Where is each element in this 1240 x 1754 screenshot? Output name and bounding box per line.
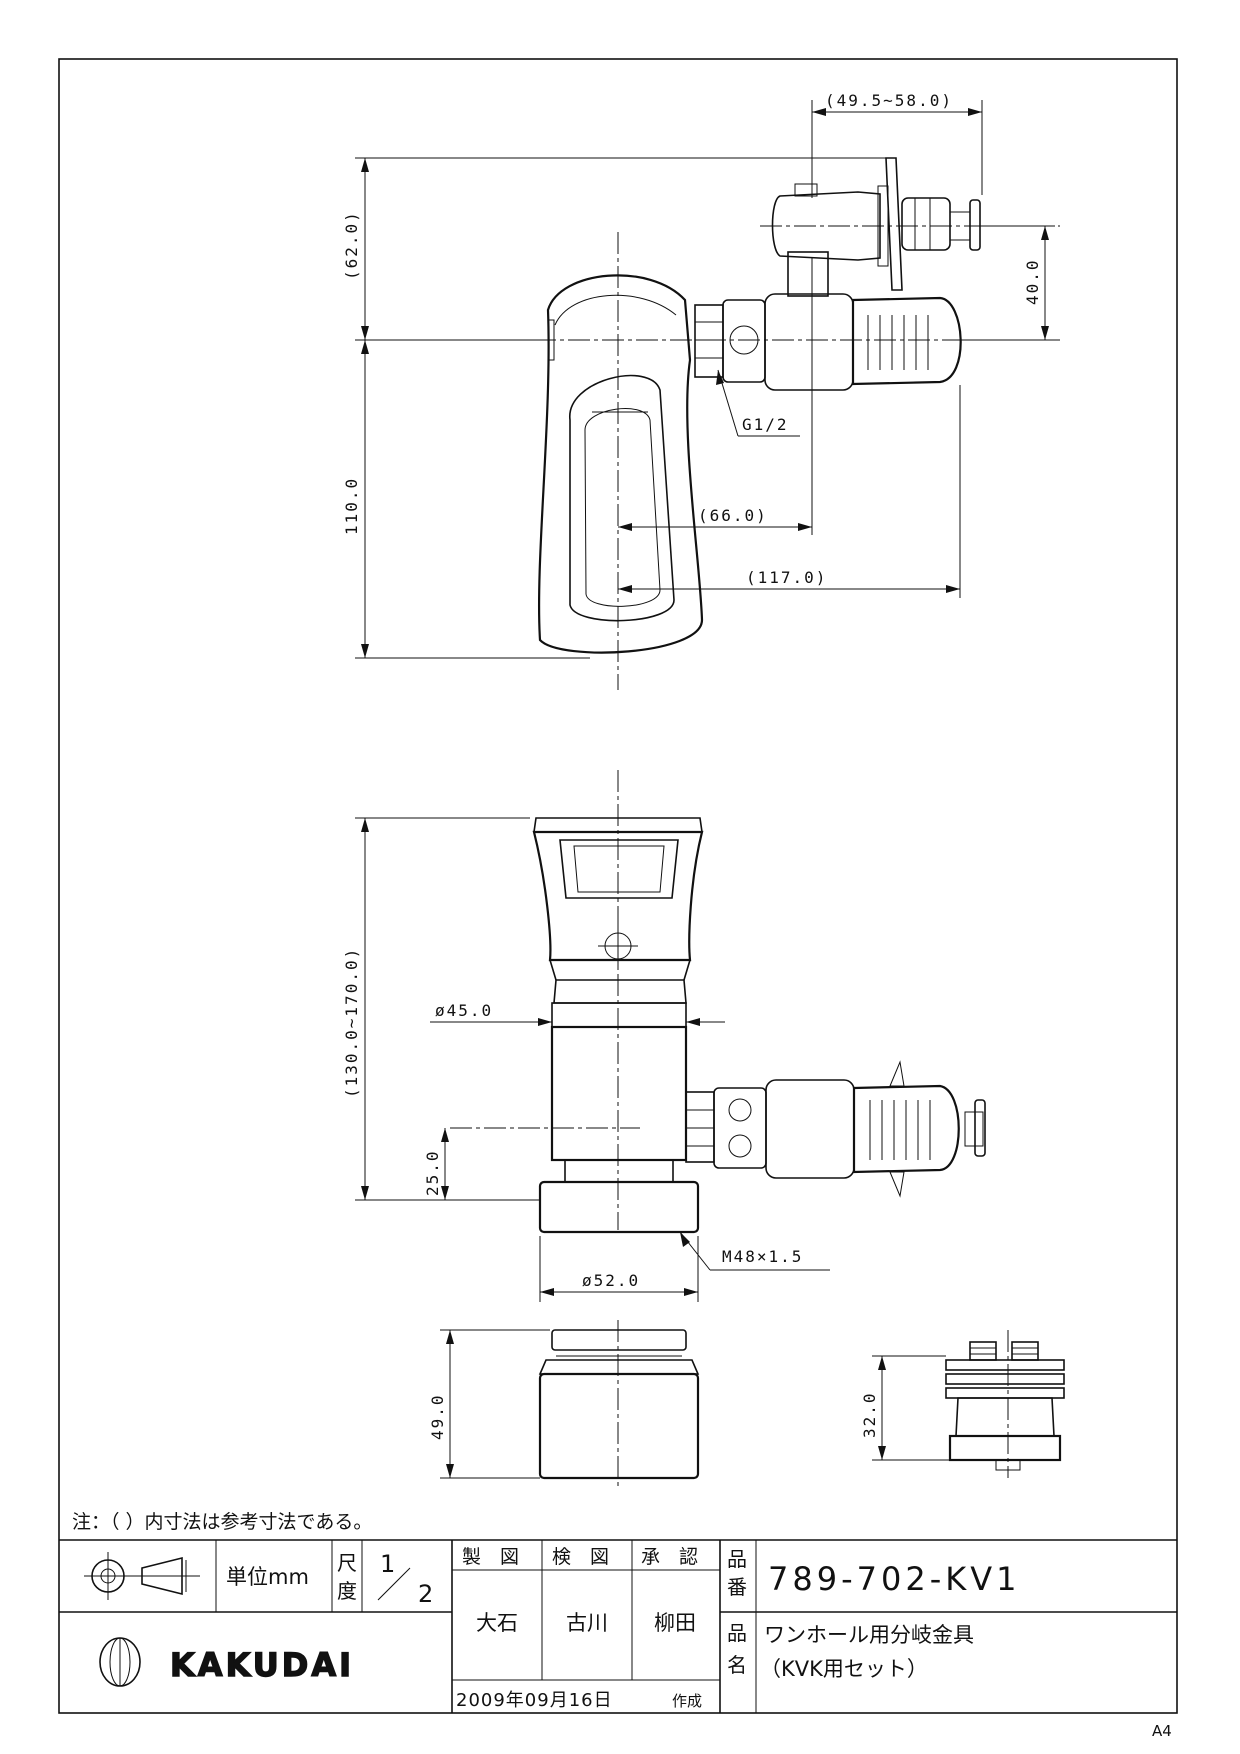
unit-label: 単位mm — [226, 1565, 309, 1589]
created-label: 作成 — [672, 1692, 702, 1710]
fitting-view: 32.0 — [860, 1330, 1065, 1478]
side-view-dimensions: (130.0~170.0) ø45.0 25.0 M48×1.5 ø52.0 — [342, 817, 830, 1302]
side-hex-nut — [685, 1091, 715, 1163]
spout-body — [538, 274, 704, 654]
front-view-dimensions: (49.5~58.0) (62.0) 40.0 110.0 G1/2 (66.0 — [342, 91, 1055, 659]
part-name-label-2: 名 — [727, 1653, 747, 1677]
fitting-flange-bottom — [945, 1387, 1065, 1399]
dim-49-58: (49.5~58.0) — [825, 91, 953, 110]
dim-62: (62.0) — [342, 210, 361, 280]
branch-tee — [771, 191, 881, 261]
fitting-nub-right — [1011, 1341, 1039, 1361]
side-connector — [713, 1087, 767, 1169]
part-no-label-2: 番 — [727, 1575, 747, 1599]
part-number: 789-702-KV1 — [768, 1560, 1020, 1598]
dim-117: (117.0) — [746, 568, 827, 587]
drawn-name: 大石 — [476, 1611, 518, 1635]
scale-label-1: 尺 — [337, 1551, 357, 1575]
scale-slash — [377, 1567, 411, 1601]
valve-handle — [851, 296, 962, 386]
adapter-shoulder — [538, 1359, 700, 1375]
coupler-tip — [969, 199, 981, 251]
scale-denominator: 2 — [418, 1580, 433, 1608]
left-cap — [547, 319, 555, 361]
side-valve-body — [765, 1079, 855, 1179]
main-cylinder — [550, 1025, 688, 1162]
approved-name: 柳田 — [654, 1611, 696, 1635]
dim-66: (66.0) — [698, 506, 768, 525]
scale-numerator: 1 — [380, 1550, 395, 1578]
paper-size: A4 — [1152, 1722, 1172, 1740]
fitting-stem — [995, 1459, 1021, 1471]
dim-25: 25.0 — [423, 1149, 442, 1196]
spout-body-contour — [554, 294, 677, 326]
base-neck — [564, 1159, 674, 1183]
checked-label: 検 図 — [552, 1546, 609, 1568]
front-view — [500, 157, 1060, 690]
fitting-body — [955, 1397, 1055, 1437]
shoulder — [553, 979, 687, 1004]
connector-port — [729, 325, 759, 355]
projection-symbol-icon — [84, 1552, 200, 1600]
dim-130-170: (130.0~170.0) — [342, 947, 361, 1098]
drawing-date: 2009年09月16日 — [456, 1690, 613, 1711]
adapter-view: 49.0 — [428, 1320, 700, 1488]
quick-coupler — [901, 197, 951, 251]
part-no-label-1: 品 — [727, 1547, 747, 1571]
head-window — [559, 839, 679, 899]
body-window-outer — [569, 374, 675, 622]
fitting-flange-top — [945, 1359, 1065, 1371]
m48-label: M48×1.5 — [722, 1247, 803, 1266]
part-name-label-1: 品 — [727, 1621, 747, 1645]
branch-flange — [885, 157, 903, 291]
approved-label: 承 認 — [641, 1546, 698, 1568]
riser-pipe — [787, 251, 829, 297]
checked-name: 古川 — [566, 1611, 608, 1635]
hex-nut — [694, 304, 724, 378]
kakudai-logo-icon — [99, 1637, 141, 1687]
adapter-body — [538, 1372, 700, 1480]
drawn-label: 製 図 — [462, 1546, 519, 1568]
part-name-line-1: ワンホール用分岐金具 — [764, 1623, 974, 1647]
body-window-inner — [584, 408, 661, 607]
base-nut — [538, 1180, 700, 1234]
fitting-base — [948, 1434, 1062, 1462]
side-view — [450, 770, 986, 1234]
dim-phi52: ø52.0 — [582, 1271, 640, 1290]
title-block: 単位mm 尺 度 1 2 製 図 検 図 承 認 大石 古川 柳田 品 番 78… — [59, 1539, 1177, 1713]
connector-block — [722, 299, 766, 383]
fitting-nub-left — [969, 1341, 997, 1361]
tee-cap — [794, 183, 818, 197]
scale-label-2: 度 — [337, 1579, 357, 1603]
sheet-border — [58, 58, 1178, 1714]
side-coupler-tip — [974, 1099, 986, 1157]
reference-note: 注：（ ）内寸法は参考寸法である。 — [72, 1511, 372, 1533]
side-valve-handle — [852, 1084, 960, 1174]
handle-ribs — [867, 315, 929, 370]
valve-body — [764, 293, 854, 391]
company-name: KAKUDAI — [170, 1646, 354, 1684]
collar — [551, 1002, 687, 1028]
dim-32: 32.0 — [860, 1391, 879, 1438]
g-half-label: G1/2 — [742, 415, 789, 434]
part-name-line-2: （KVK用セット） — [760, 1657, 928, 1681]
side-handle-ribs — [869, 1100, 931, 1160]
adapter-thread — [551, 1329, 687, 1351]
dim-49: 49.0 — [428, 1393, 447, 1440]
dim-phi45: ø45.0 — [435, 1001, 493, 1020]
dim-40: 40.0 — [1023, 258, 1042, 305]
dim-110: 110.0 — [342, 477, 361, 535]
